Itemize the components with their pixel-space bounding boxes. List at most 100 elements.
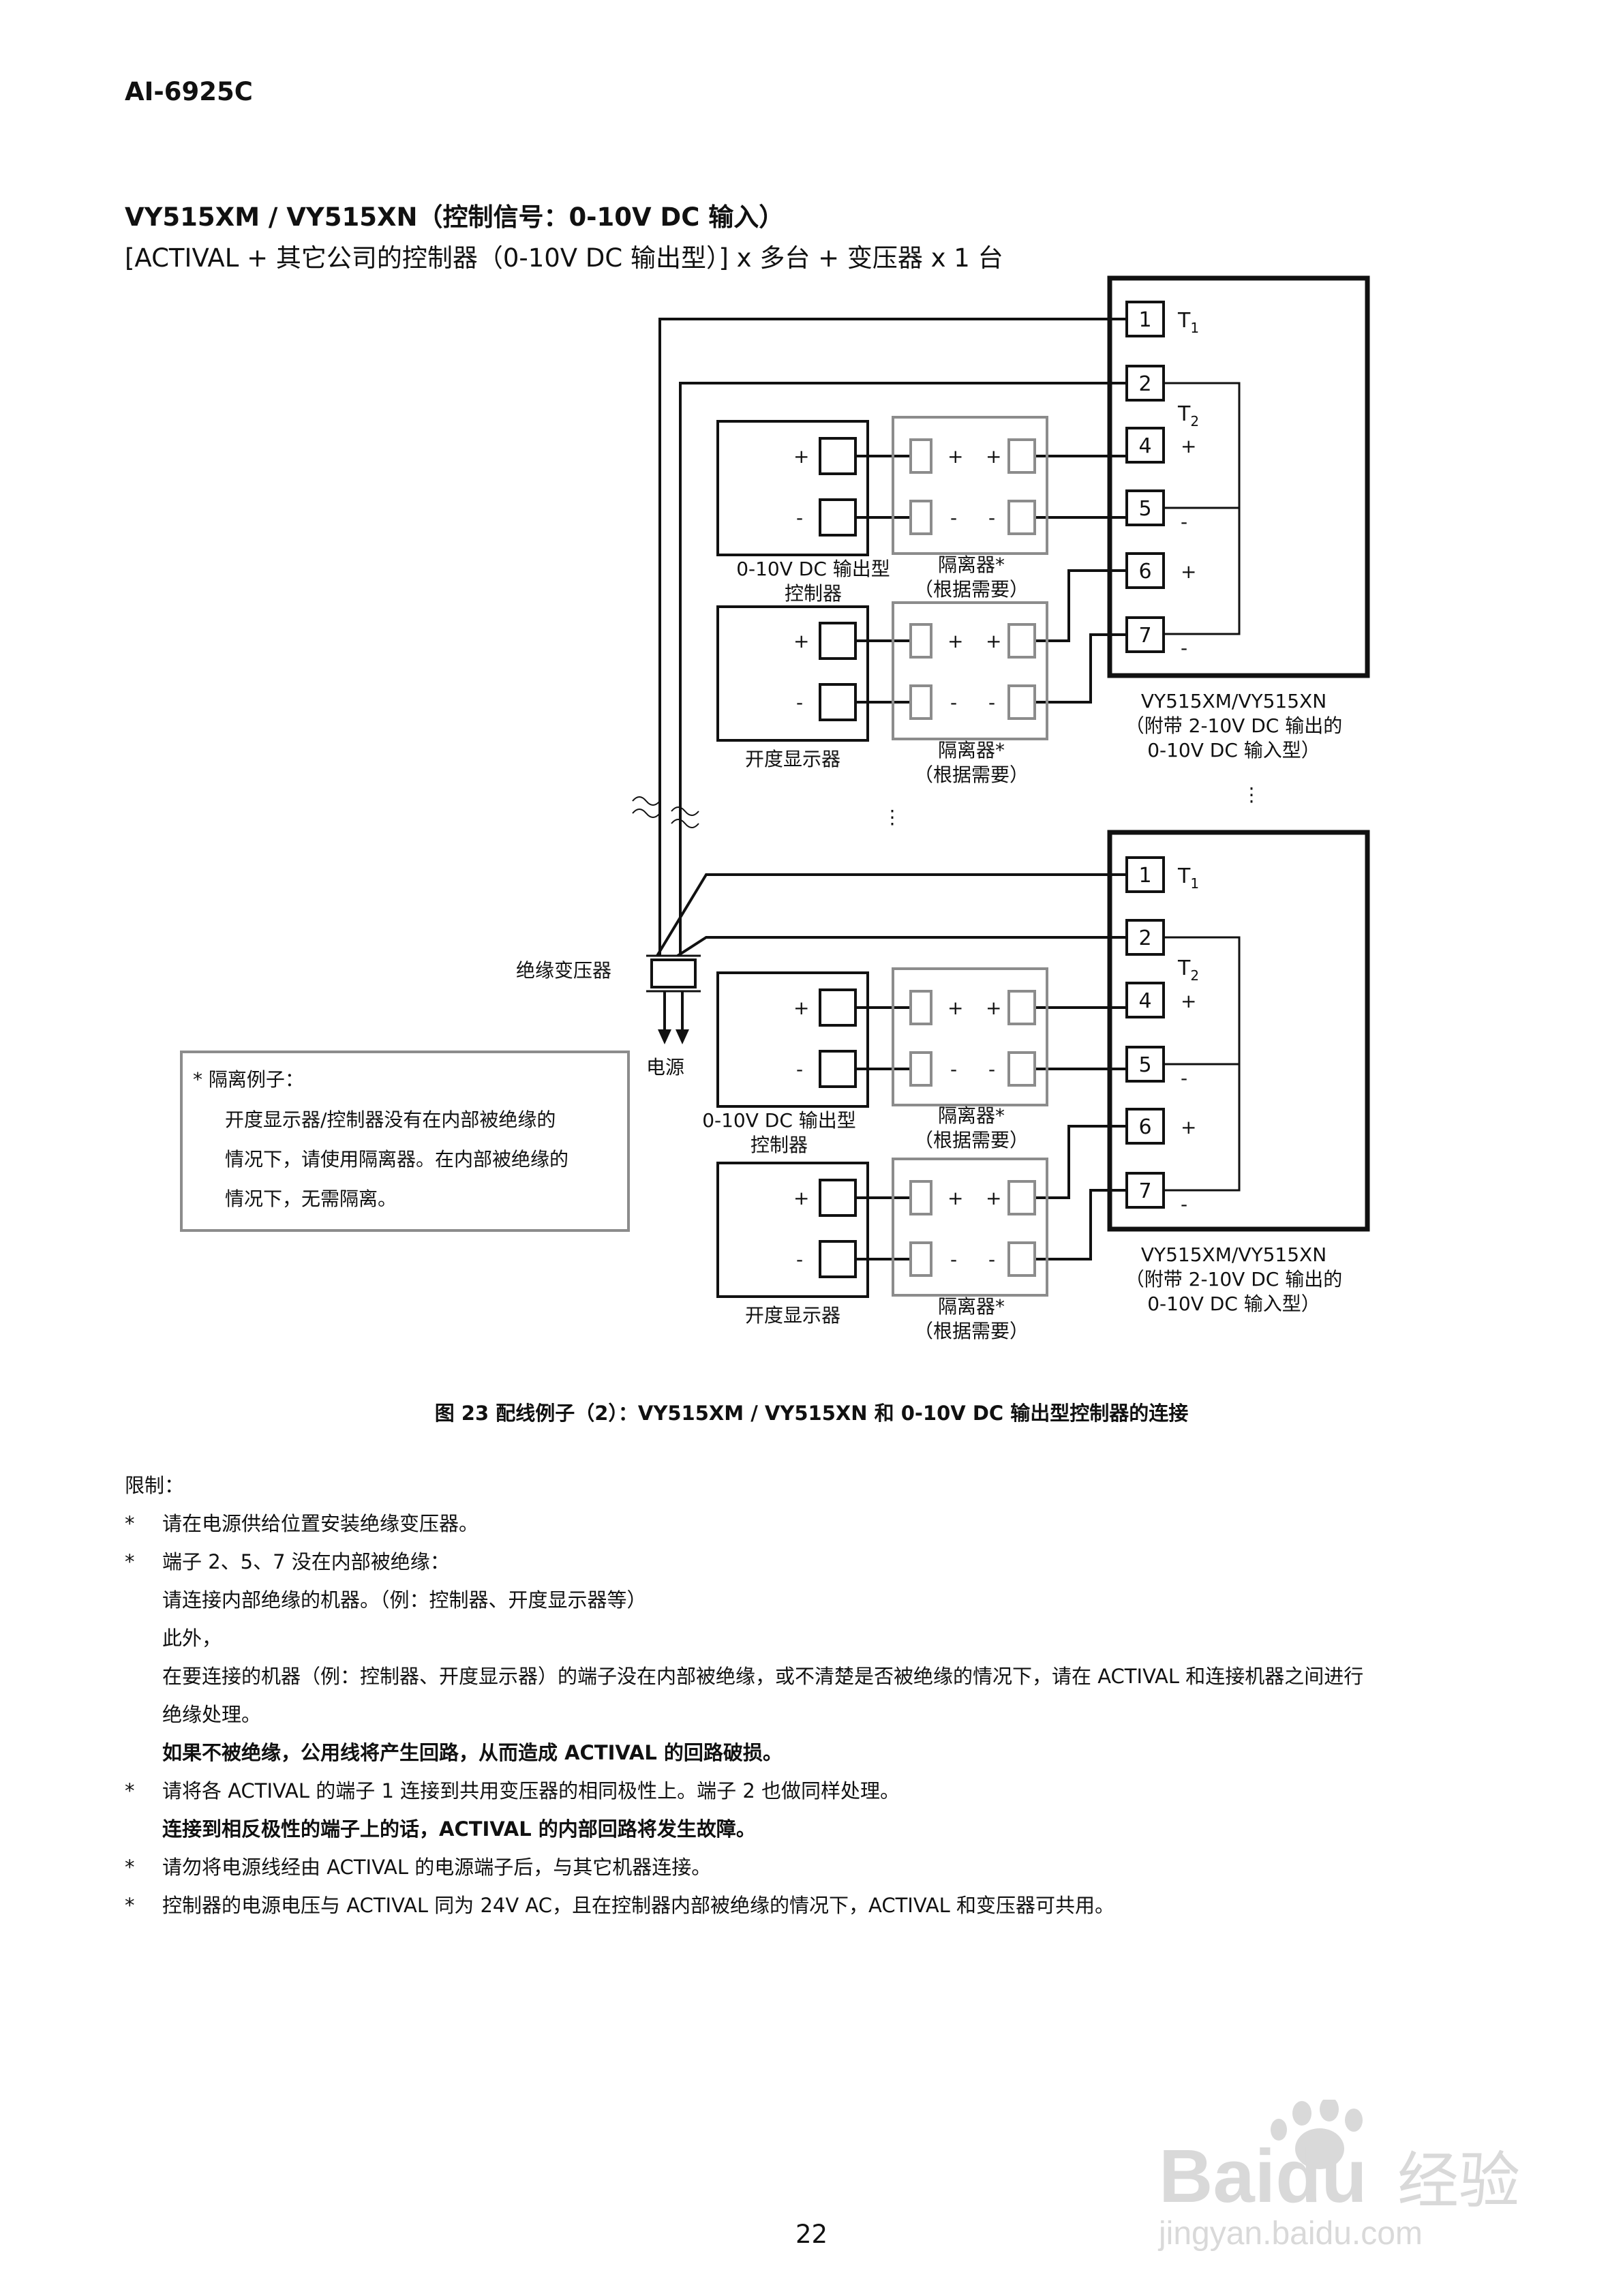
ellipsis: ⋮	[1242, 783, 1261, 806]
minus-sign: -	[1181, 1193, 1187, 1215]
plus-sign: +	[947, 630, 963, 652]
diagram-arrows	[658, 1029, 689, 1044]
restriction-text: 请在电源供给位置安装绝缘变压器。	[162, 1512, 479, 1535]
isolator-note-label: （根据需要）	[914, 1129, 1029, 1151]
isolator-box	[892, 416, 1048, 555]
page-number: 22	[795, 2220, 828, 2249]
isolator-box	[892, 1158, 1048, 1297]
terminal-number: 1	[1138, 864, 1151, 888]
restriction-item: * 请将各 ACTIVAL 的端子 1 连接到共用变压器的相同极性上。端子 2 …	[125, 1778, 1522, 1804]
restriction-warning: 如果不被绝缘，公用线将产生回路，从而造成 ACTIVAL 的回路破损。	[162, 1741, 783, 1764]
terminal-box	[1125, 982, 1165, 1018]
figure-caption: 图 23 配线例子（2）：VY515XM / VY515XN 和 0-10V D…	[434, 1402, 1189, 1425]
actuator-label: VY515XM/VY515XN	[1141, 690, 1326, 712]
terminal-number: 6	[1138, 560, 1151, 584]
isolation-note-title: * 隔离例子：	[193, 1068, 304, 1091]
baidu-watermark: Baidu 经验 jingyan.baidu.com	[1157, 2100, 1520, 2252]
bullet-mark: *	[125, 1894, 135, 1917]
diagram-static	[180, 275, 1370, 1298]
indicator-box	[716, 605, 869, 742]
plus-sign: +	[986, 630, 1001, 652]
isolation-note-line: 开度显示器/控制器没有在内部被绝缘的	[225, 1108, 556, 1131]
isolation-note-line: 情况下，无需隔离。	[225, 1188, 397, 1210]
controller-label: 0-10V DC 输出型	[702, 1109, 856, 1132]
watermark-brand-cn: 经验	[1397, 2145, 1520, 2217]
document-id: AI-6925C	[125, 77, 253, 106]
controller-box	[716, 971, 869, 1108]
restriction-text: 端子 2、5、7 没在内部被绝缘：	[162, 1550, 450, 1573]
controller-label: 控制器	[785, 582, 842, 605]
indicator-terminal	[819, 1240, 857, 1278]
bullet-mark: *	[125, 1550, 135, 1573]
plus-sign: +	[793, 1187, 809, 1209]
controller-terminal	[819, 437, 857, 475]
plus-sign: +	[947, 997, 963, 1019]
minus-sign: -	[796, 691, 803, 714]
actuator-1-box	[1107, 275, 1370, 678]
restriction-subline: 绝缘处理。	[162, 1703, 262, 1726]
minus-sign: -	[796, 1058, 803, 1081]
paw-icon	[1271, 2100, 1363, 2169]
terminal-number: 1	[1138, 308, 1151, 332]
terminal-number: 6	[1138, 1115, 1151, 1139]
indicator-box	[716, 1162, 869, 1298]
restrictions-section: 限制： * 请在电源供给位置安装绝缘变压器。 * 端子 2、5、7 没在内部被绝…	[125, 1472, 1522, 1931]
section-heading: VY515XM / VY515XN（控制信号：0-10V DC 输入）	[125, 202, 785, 232]
restriction-item: * 请在电源供给位置安装绝缘变压器。	[125, 1511, 1522, 1537]
controller-box	[716, 420, 869, 556]
watermark-url: jingyan.baidu.com	[1157, 2216, 1423, 2252]
terminal-number: 7	[1138, 624, 1151, 648]
minus-sign: -	[1181, 511, 1187, 533]
restriction-subline: 在要连接的机器（例：控制器、开度显示器）的端子没在内部被绝缘，或不清楚是否被绝缘…	[162, 1665, 1364, 1688]
transformer-label: 绝缘变压器	[516, 959, 611, 982]
plus-sign: +	[947, 1187, 963, 1209]
indicator-terminal	[819, 622, 857, 660]
controller-terminal	[819, 1050, 857, 1088]
t1-label: T1	[1177, 864, 1199, 892]
terminal-number: 7	[1138, 1179, 1151, 1203]
isolator-note-label: （根据需要）	[914, 764, 1029, 786]
plus-sign: +	[986, 997, 1001, 1019]
plus-sign: +	[793, 630, 809, 652]
minus-sign: -	[988, 507, 995, 529]
actuator-2-box	[1107, 830, 1370, 1232]
minus-sign: -	[988, 1058, 995, 1081]
isolator-label: 隔离器*	[938, 1295, 1005, 1318]
plus-sign: +	[1181, 1116, 1196, 1138]
plus-sign: +	[947, 445, 963, 468]
controller-terminal	[819, 498, 857, 537]
actuator-label: VY515XM/VY515XN	[1141, 1243, 1326, 1266]
terminal-number: 5	[1138, 1053, 1151, 1077]
terminal-number: 2	[1138, 926, 1151, 950]
minus-sign: -	[988, 691, 995, 714]
restriction-item: * 控制器的电源电压与 ACTIVAL 同为 24V AC，且在控制器内部被绝缘…	[125, 1892, 1522, 1918]
isolator-note-label: （根据需要）	[914, 578, 1029, 601]
t2-label: T2	[1177, 956, 1199, 984]
minus-sign: -	[796, 507, 803, 529]
isolation-note-line: 情况下，请使用隔离器。在内部被绝缘的	[225, 1148, 568, 1170]
restriction-item: * 端子 2、5、7 没在内部被绝缘：	[125, 1549, 1522, 1575]
isolator-note-label: （根据需要）	[914, 1320, 1029, 1342]
actuator-label: 0-10V DC 输入型）	[1147, 739, 1320, 761]
restriction-subline: 请连接内部绝缘的机器。（例：控制器、开度显示器等）	[162, 1588, 647, 1612]
minus-sign: -	[1181, 1067, 1187, 1089]
power-label: 电源	[646, 1056, 684, 1078]
controller-terminal	[819, 988, 857, 1027]
ellipsis: ⋮	[883, 806, 902, 828]
actuator-label: （附带 2-10V DC 输出的	[1125, 714, 1343, 737]
t2-label: T2	[1177, 402, 1199, 429]
section-subheading: [ACTIVAL + 其它公司的控制器（0-10V DC 输出型）] x 多台 …	[125, 243, 1003, 273]
t1-label: T1	[1177, 309, 1199, 336]
bullet-mark: *	[125, 1856, 135, 1879]
indicator-label: 开度显示器	[745, 748, 840, 770]
terminal-number: 4	[1138, 434, 1151, 458]
bullet-mark: *	[125, 1512, 135, 1535]
terminal-box	[1125, 427, 1165, 464]
minus-sign: -	[950, 1058, 957, 1081]
restriction-text: 请勿将电源线经由 ACTIVAL 的电源端子后，与其它机器连接。	[162, 1856, 712, 1879]
plus-sign: +	[1181, 560, 1196, 583]
plus-sign: +	[1181, 990, 1196, 1012]
restriction-item: * 请勿将电源线经由 ACTIVAL 的电源端子后，与其它机器连接。	[125, 1854, 1522, 1880]
terminal-number: 2	[1138, 372, 1151, 396]
plus-sign: +	[986, 1187, 1001, 1209]
